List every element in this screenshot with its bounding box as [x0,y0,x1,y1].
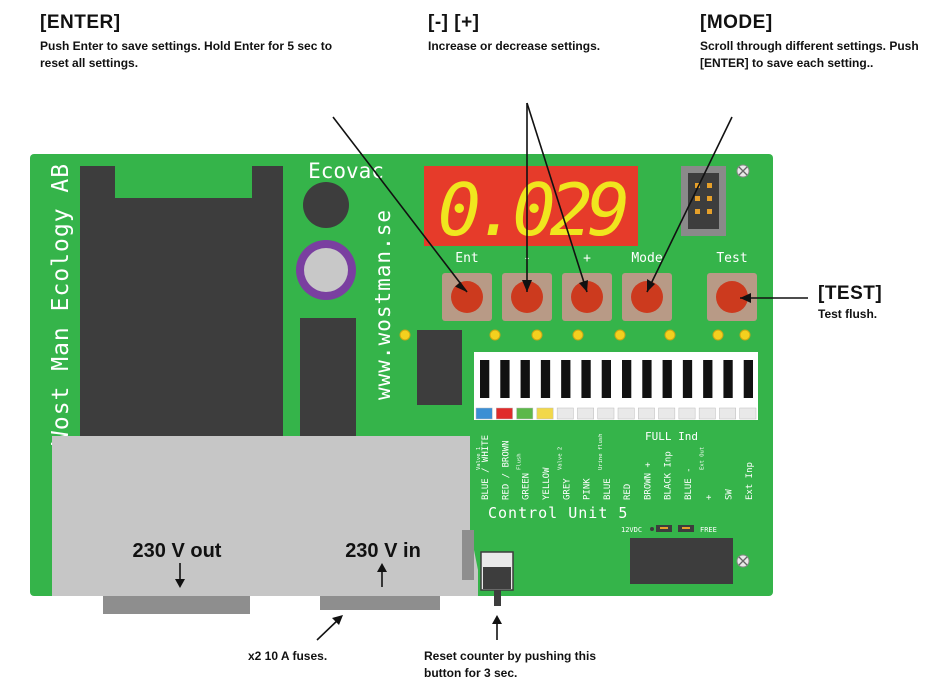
minus-button[interactable] [502,273,552,321]
terminal-slot [642,360,652,398]
wire-label: RED / BROWN [501,440,511,500]
wire-label: YELLOW [542,467,552,500]
terminal-color-swatch [556,407,574,420]
terminal-color-swatch [658,407,676,420]
terminal-slot [743,360,753,398]
wire-label: GREEN [522,473,532,500]
terminal-color-swatch [496,407,513,420]
terminal-color-swatch [617,407,635,420]
wire-label: + [704,494,714,500]
mode-button[interactable] [622,273,672,321]
wire-label: RED [623,484,633,500]
wire-label: Ext Inp [745,462,755,500]
plusminus-desc: Increase or decrease settings. [428,39,601,53]
terminal-slot [622,360,632,398]
plus-button[interactable] [562,273,612,321]
terminal-slot [520,360,530,398]
terminal-color-swatch [516,407,534,420]
wire-label: GREY [562,478,572,500]
product-name: Ecovac [308,159,384,183]
relay-block-small [417,330,462,405]
wire-label: BLACK Inp [664,451,674,500]
terminal-color-swatch [678,407,696,420]
terminal-color-swatch [475,407,493,420]
wire-label: BLUE - [684,467,694,500]
terminal-color-swatch [597,407,615,420]
terminal-slot [500,360,510,398]
terminal-slot [662,360,672,398]
wire-sublabel: Ext Out [699,447,705,470]
terminal-color-swatch [739,407,757,420]
terminal-color-swatch [638,407,655,420]
wire-label: BLUE / WHITE [481,435,491,500]
buzzer [303,182,349,228]
wire-sublabel: Flush [517,453,523,470]
button-label-mode: Mode [631,251,662,266]
display-panel [424,166,638,246]
terminal-color-swatch [698,407,716,420]
terminal-color-swatch [536,407,554,420]
fuse-holder-right [320,596,440,610]
terminal-slot [682,360,693,398]
enter-title: [ENTER] [40,12,121,33]
wire-label: PINK [583,478,593,500]
test-button[interactable] [707,273,757,321]
voltage-label: 12VDC [621,526,642,534]
terminal-slot [540,360,551,398]
power-housing [52,436,478,596]
terminal-slot [601,360,611,398]
terminal-color-swatch [719,407,736,420]
brand-vertical-text: Wost Man Ecology AB [48,163,74,445]
wire-sublabel: Urine flush [598,434,604,470]
transformer-block [80,166,283,456]
dark-connector [630,538,733,584]
wire-sublabel: Valve 1 [476,447,482,470]
terminal-slot [480,360,490,398]
terminal-slot [561,360,571,398]
wire-label: BLUE [603,478,613,500]
relay-block [300,318,356,448]
wire-label: SW [725,489,735,500]
mode-title: [MODE] [700,12,773,33]
mode-desc: Scroll through different settings. Push … [700,39,919,70]
reset-desc: Reset counter by pushing this button for… [424,649,597,680]
wire-label: BROWN + [643,461,653,500]
power-in-label: 230 V in [345,540,421,562]
ent-button[interactable] [442,273,492,321]
enter-desc: Push Enter to save settings. Hold Enter … [40,39,333,70]
terminal-slot [581,360,591,398]
test-title: [TEST] [818,283,883,304]
full-ind-label: FULL Ind [645,430,698,443]
terminal-color-swatch [577,407,594,420]
button-label-test: Test [716,251,747,266]
website-text: www.wostman.se [371,209,395,400]
display-digits: 0.029 [438,168,626,252]
plusminus-title: [-] [+] [428,12,480,33]
button-label-plus: + [583,251,591,266]
power-out-label: 230 V out [133,540,222,562]
terminal-slot [723,360,733,398]
terminal-block [474,352,758,420]
test-desc: Test flush. [818,307,878,321]
free-label: FREE [700,526,717,534]
fuse-holder-left [103,596,250,614]
led-indicators [399,329,751,341]
fuses-desc: x2 10 A fuses. [248,649,328,663]
control-unit-label: Control Unit 5 [488,504,628,522]
button-label-ent: Ent [455,251,478,266]
terminal-slot [703,360,713,398]
wire-sublabel: Valve 2 [557,447,563,470]
